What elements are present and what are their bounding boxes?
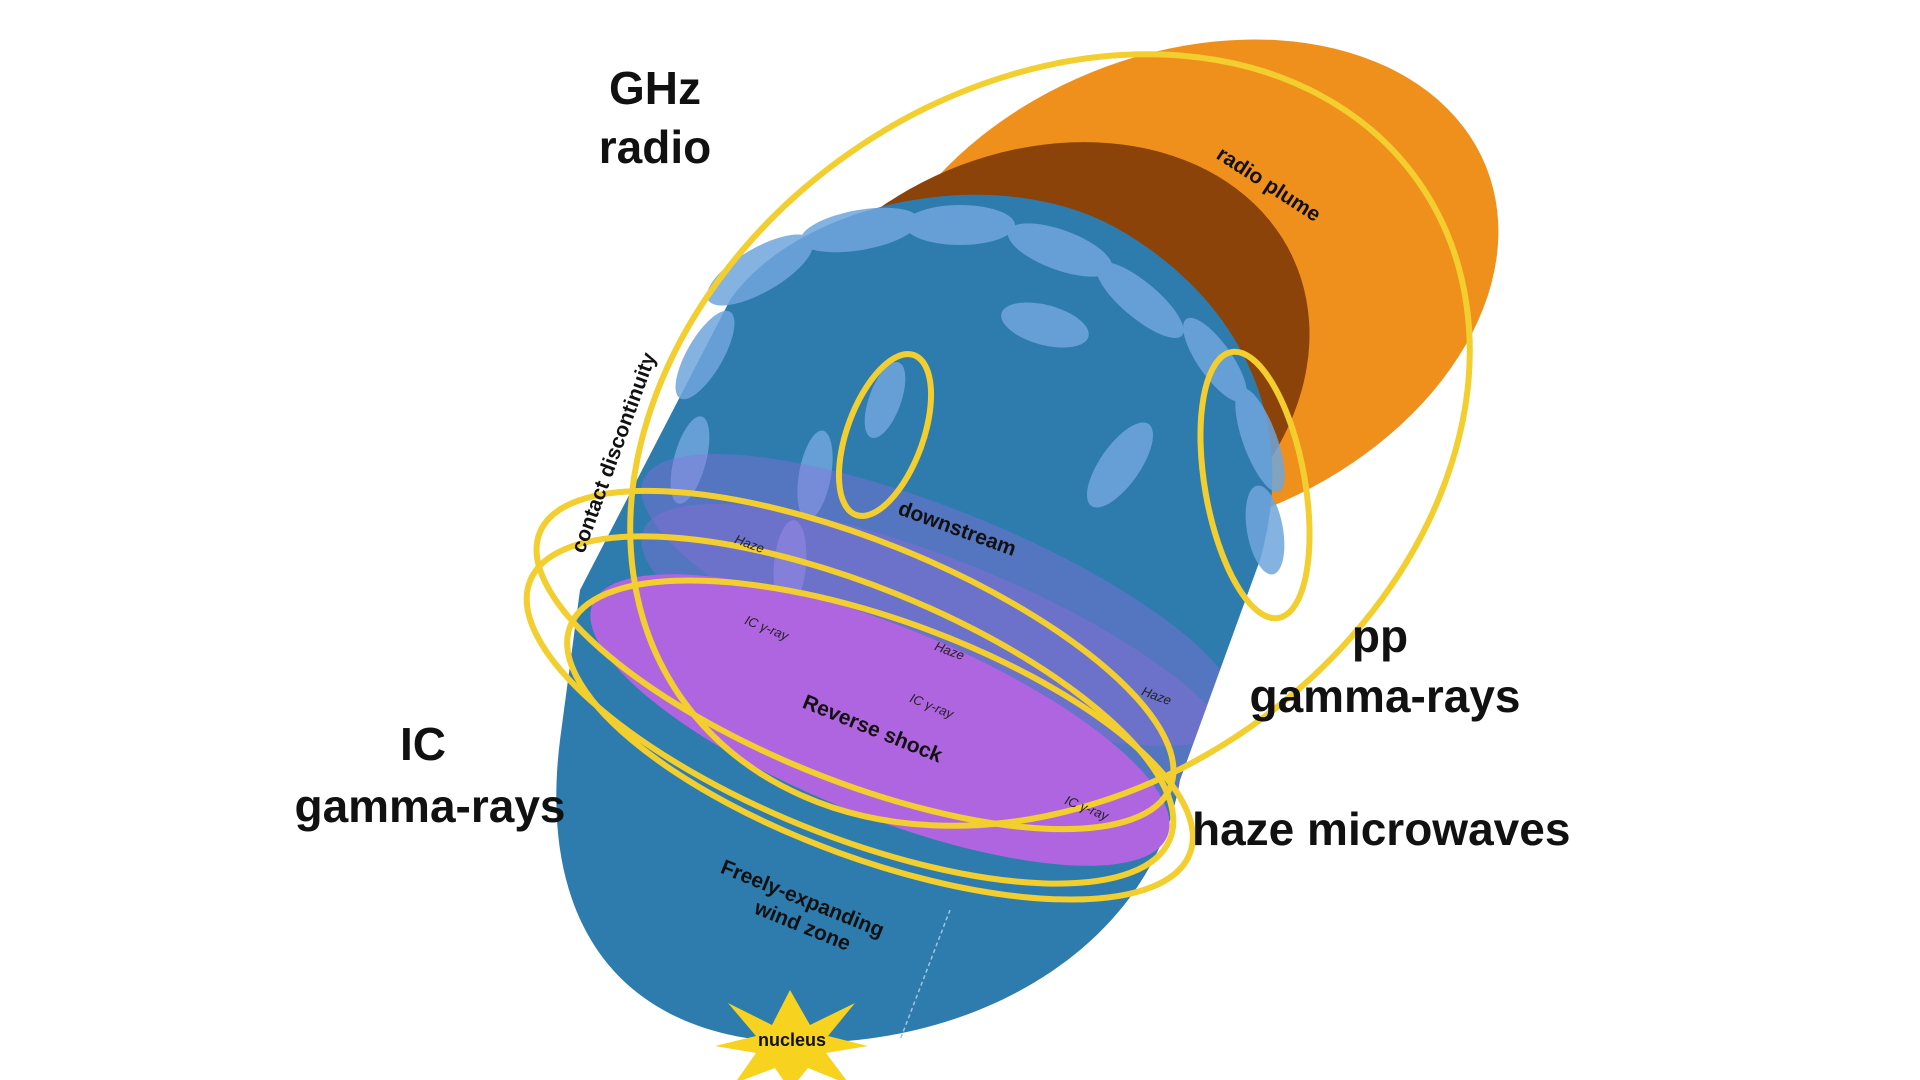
pp-label-line1: pp: [1352, 610, 1408, 662]
haze-microwaves-label: haze microwaves: [1192, 803, 1570, 855]
ghz-radio-label-line1: GHz: [609, 62, 701, 114]
ic-label-line1: IC: [400, 718, 446, 770]
nucleus-label: nucleus: [758, 1030, 826, 1050]
ghz-radio-label-line2: radio: [599, 121, 711, 173]
pp-label-line2: gamma-rays: [1249, 670, 1520, 722]
ic-label-line2: gamma-rays: [294, 780, 565, 832]
